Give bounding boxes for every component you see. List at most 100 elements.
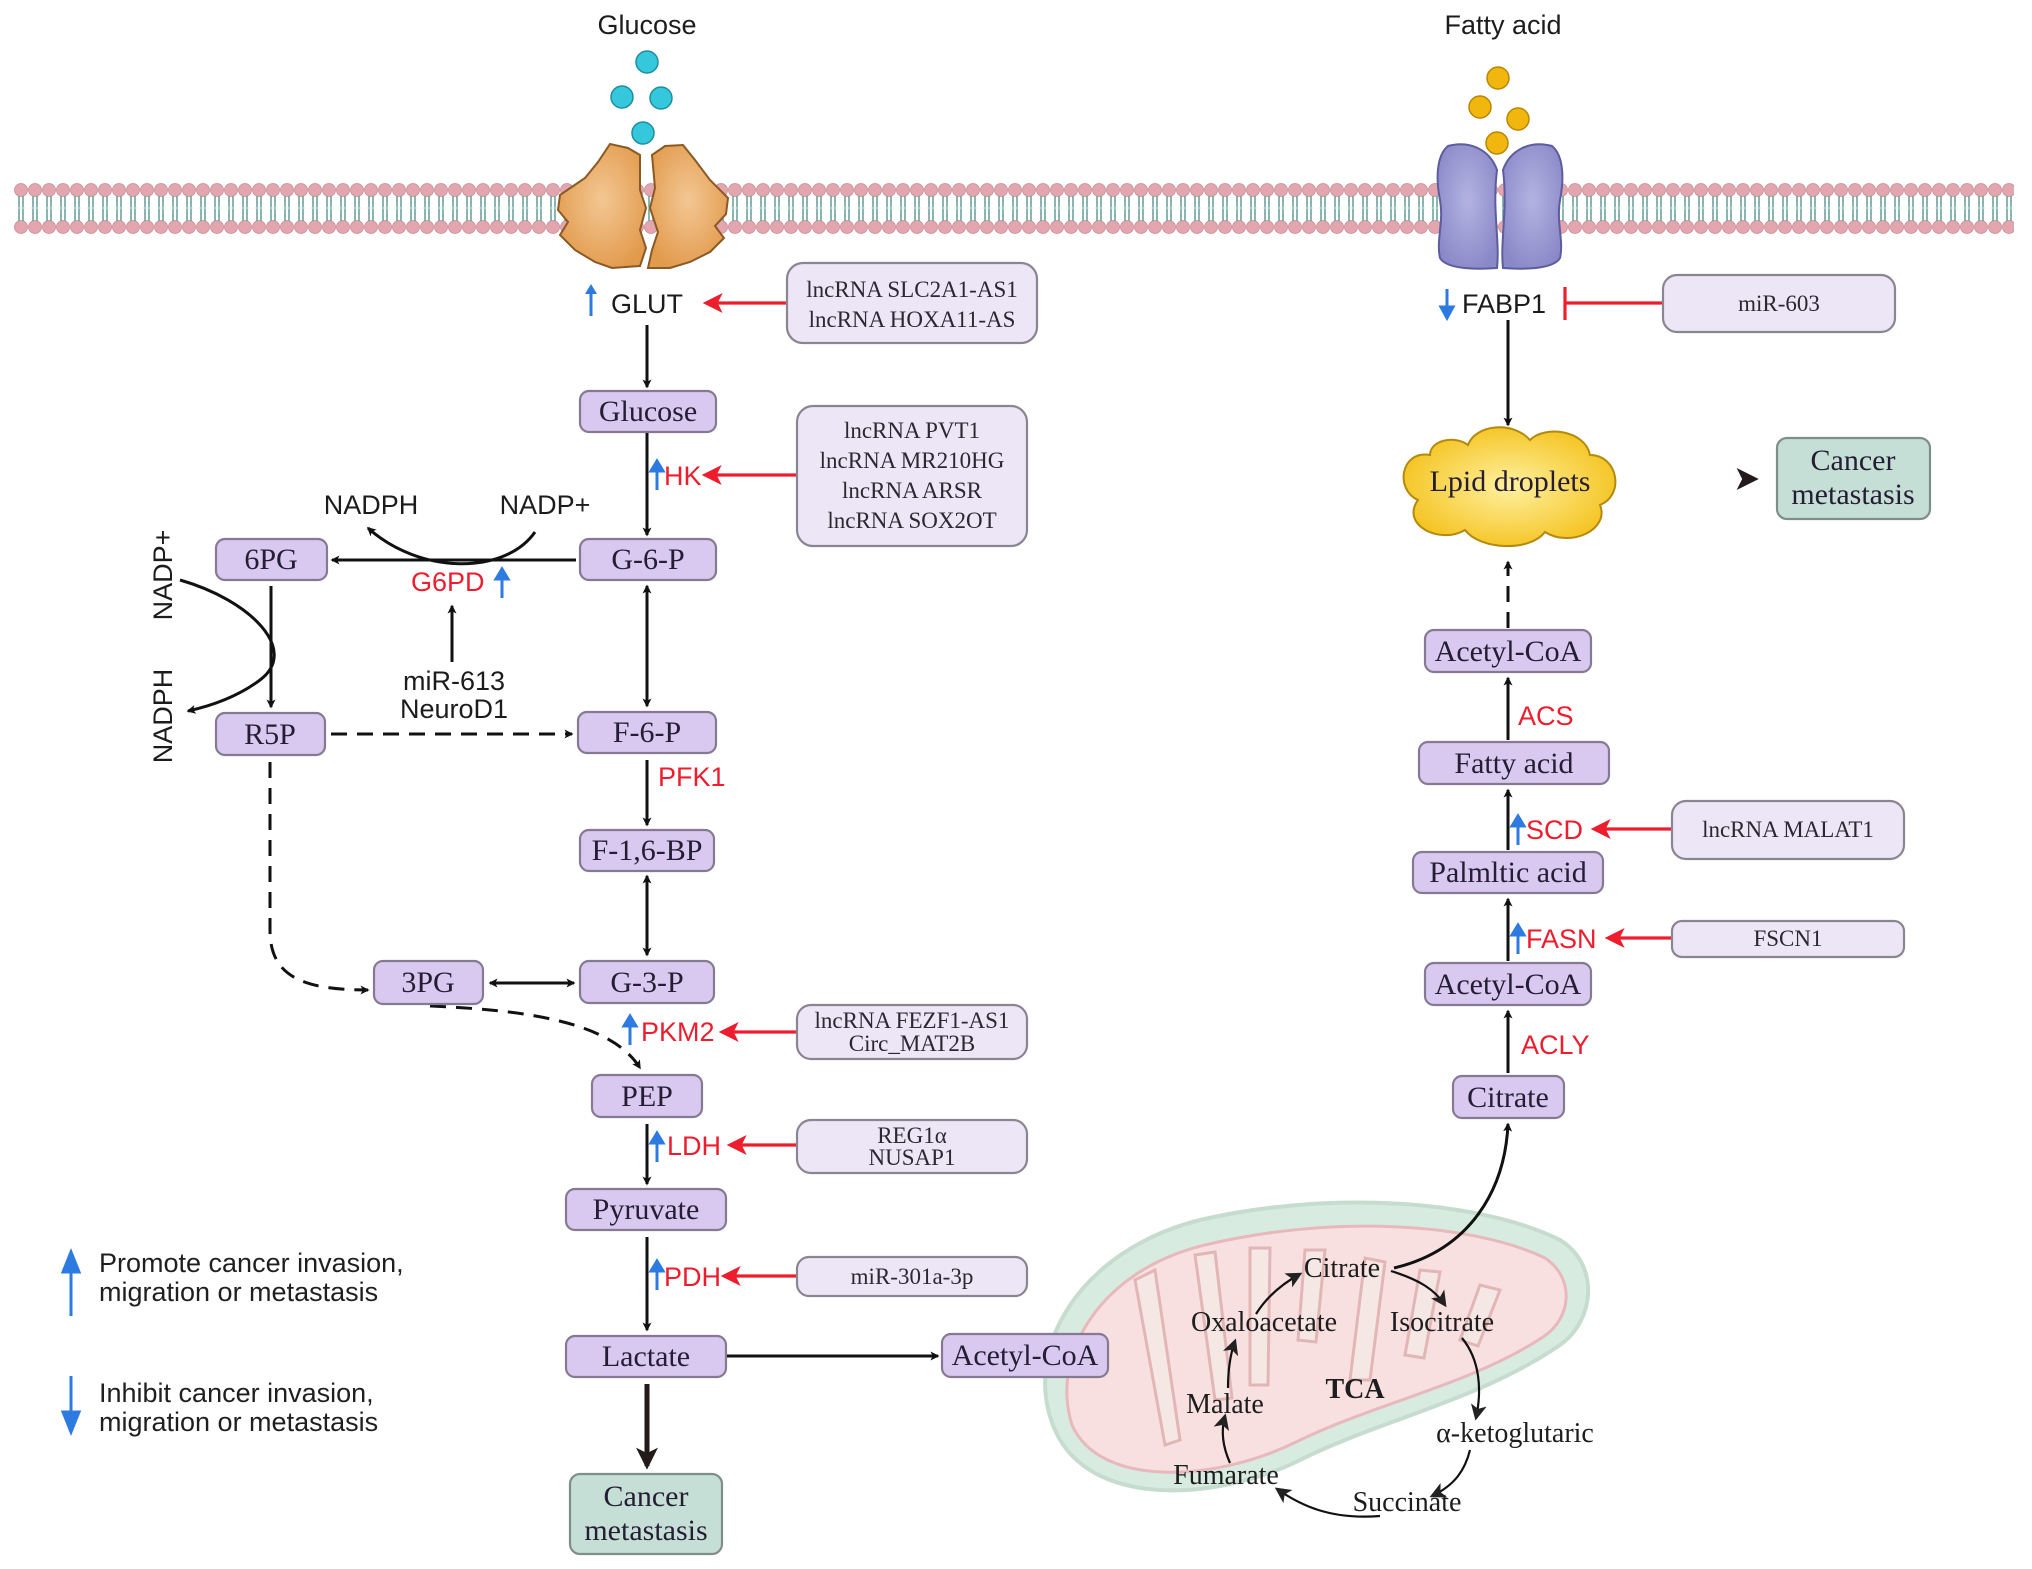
node-6pg-label: 6PG bbox=[244, 543, 297, 576]
node-acetylcoa-bottom-label: Acetyl-CoA bbox=[1435, 968, 1582, 1001]
enzyme-pkm2: PKM2 bbox=[641, 1017, 715, 1047]
pkm2-regulator-box[interactable]: lncRNA FEZF1-AS1 Circ_MAT2B bbox=[795, 1003, 1029, 1061]
g6pd-regulator-neurod1: NeuroD1 bbox=[400, 694, 508, 724]
node-glucose-label: Glucose bbox=[599, 395, 697, 428]
nadph-top-label: NADPH bbox=[324, 490, 419, 520]
legend-inhibit-line-1: Inhibit cancer invasion, bbox=[99, 1378, 374, 1408]
node-g3p[interactable]: G-3-P bbox=[578, 959, 716, 1005]
outcome-left-line-1: Cancer bbox=[604, 1480, 689, 1513]
node-palmitic-acid[interactable]: Palmltic acid bbox=[1411, 850, 1605, 895]
mitochondrion-icon bbox=[1043, 1200, 1591, 1493]
tca-malate: Malate bbox=[1186, 1389, 1264, 1420]
tca-alpha-ketoglutaric: α-ketoglutaric bbox=[1436, 1418, 1594, 1449]
outcome-cancer-metastasis-left[interactable]: Cancer metastasis bbox=[568, 1472, 724, 1556]
node-acetylcoa-top-label: Acetyl-CoA bbox=[1435, 635, 1582, 668]
tca-isocitrate: Isocitrate bbox=[1390, 1307, 1494, 1338]
pkm2-regulator-1: lncRNA FEZF1-AS1 bbox=[815, 1008, 1010, 1033]
node-acetylcoa-mito[interactable]: Acetyl-CoA bbox=[940, 1332, 1110, 1379]
fasn-up-arrow-icon bbox=[1509, 922, 1527, 954]
hk-regulator-3: lncRNA ARSR bbox=[842, 478, 983, 503]
node-r5p[interactable]: R5P bbox=[214, 711, 327, 757]
node-f6p-label: F-6-P bbox=[613, 716, 681, 749]
glut-regulator-box[interactable]: lncRNA SLC2A1-AS1 lncRNA HOXA11-AS bbox=[785, 261, 1039, 345]
arrow-nadp-nadph-top bbox=[366, 526, 537, 566]
outcome-right-line-2: metastasis bbox=[1791, 478, 1914, 511]
node-pyruvate-label: Pyruvate bbox=[593, 1193, 700, 1226]
pdh-up-arrow-icon bbox=[648, 1258, 666, 1290]
nadp-top-label: NADP+ bbox=[500, 490, 591, 520]
node-acetylcoa-top[interactable]: Acetyl-CoA bbox=[1423, 628, 1593, 674]
enzyme-pdh: PDH bbox=[664, 1262, 721, 1292]
hk-up-arrow-icon bbox=[648, 458, 666, 490]
node-lactate-label: Lactate bbox=[602, 1340, 690, 1373]
node-acetylcoa-bottom[interactable]: Acetyl-CoA bbox=[1423, 961, 1593, 1007]
outcome-right-line-1: Cancer bbox=[1811, 444, 1896, 477]
glut-transporter-icon bbox=[556, 142, 730, 270]
node-g6p[interactable]: G-6-P bbox=[578, 537, 718, 582]
tca-oxaloacetate: Oxaloacetate bbox=[1191, 1307, 1337, 1338]
fasn-regulator-box[interactable]: FSCN1 bbox=[1670, 919, 1906, 959]
node-f16bp-label: F-1,6-BP bbox=[592, 834, 703, 867]
fabp1-down-arrow-icon bbox=[1438, 289, 1456, 322]
pdh-regulator-1: miR-301a-3p bbox=[851, 1264, 974, 1289]
glucose-molecules-icon bbox=[610, 50, 673, 145]
node-pep-label: PEP bbox=[621, 1080, 673, 1113]
node-citrate[interactable]: Citrate bbox=[1451, 1074, 1566, 1120]
glucose-source-label: Glucose bbox=[597, 10, 696, 40]
glut-label: GLUT bbox=[611, 289, 683, 319]
ldh-regulator-2: NUSAP1 bbox=[869, 1145, 956, 1170]
node-lipid-droplets[interactable]: Lpid droplets bbox=[1402, 426, 1617, 548]
node-citrate-label: Citrate bbox=[1467, 1081, 1549, 1114]
enzyme-g6pd: G6PD bbox=[411, 567, 485, 597]
hk-regulator-2: lncRNA MR210HG bbox=[820, 448, 1005, 473]
legend-inhibit-line-2: migration or metastasis bbox=[99, 1407, 378, 1437]
lipid-droplets-cloud-icon bbox=[1402, 426, 1617, 548]
legend-inhibit-down-arrow-icon bbox=[60, 1376, 82, 1437]
arrow-3pg-pep-dashed bbox=[429, 1004, 642, 1070]
fabp1-regulator-box[interactable]: miR-603 bbox=[1661, 273, 1897, 334]
arrow-tca-citrate-to-citrate bbox=[1393, 1122, 1513, 1270]
node-lactate[interactable]: Lactate bbox=[564, 1334, 728, 1379]
hk-regulator-1: lncRNA PVT1 bbox=[844, 418, 980, 443]
enzyme-hk: HK bbox=[664, 461, 702, 491]
pdh-regulator-box[interactable]: miR-301a-3p bbox=[795, 1255, 1029, 1298]
node-6pg[interactable]: 6PG bbox=[214, 537, 329, 582]
node-glucose[interactable]: Glucose bbox=[578, 389, 718, 434]
node-g6p-label: G-6-P bbox=[611, 543, 684, 576]
ldh-up-arrow-icon bbox=[648, 1130, 666, 1162]
node-3pg[interactable]: 3PG bbox=[372, 959, 485, 1006]
enzyme-acly: ACLY bbox=[1521, 1030, 1590, 1060]
enzyme-ldh: LDH bbox=[667, 1131, 721, 1161]
tca-fumarate: Fumarate bbox=[1173, 1460, 1279, 1491]
pkm2-up-arrow-icon bbox=[621, 1013, 639, 1045]
ldh-regulator-box[interactable]: REG1α NUSAP1 bbox=[795, 1118, 1029, 1175]
tca-cycle-arrows bbox=[1213, 1269, 1487, 1518]
arrow-nadp-nadph-left bbox=[179, 578, 276, 714]
outcome-cancer-metastasis-right[interactable]: Cancer metastasis bbox=[1775, 436, 1932, 521]
fasn-regulator-1: FSCN1 bbox=[1753, 926, 1822, 951]
scd-up-arrow-icon bbox=[1509, 813, 1527, 845]
node-pep[interactable]: PEP bbox=[590, 1073, 704, 1119]
legend-promote-line-2: migration or metastasis bbox=[99, 1277, 378, 1307]
node-r5p-label: R5P bbox=[244, 718, 296, 751]
scd-regulator-box[interactable]: lncRNA MALAT1 bbox=[1670, 799, 1906, 861]
node-acetylcoa-mito-label: Acetyl-CoA bbox=[952, 1339, 1099, 1372]
cell-membrane bbox=[14, 183, 2014, 235]
fatty-acid-molecules-icon bbox=[1468, 66, 1530, 155]
fatty-acid-transporter-icon bbox=[1436, 143, 1564, 270]
tca-succinate: Succinate bbox=[1353, 1487, 1462, 1518]
node-f6p[interactable]: F-6-P bbox=[576, 710, 718, 755]
hk-regulator-4: lncRNA SOX2OT bbox=[827, 508, 996, 533]
enzyme-pfk1: PFK1 bbox=[658, 762, 726, 792]
fabp1-regulator-1: miR-603 bbox=[1738, 291, 1820, 316]
node-pyruvate[interactable]: Pyruvate bbox=[564, 1187, 728, 1232]
fatty-acid-source-label: Fatty acid bbox=[1444, 10, 1561, 40]
hk-regulator-box[interactable]: lncRNA PVT1 lncRNA MR210HG lncRNA ARSR l… bbox=[795, 404, 1029, 548]
node-f16bp[interactable]: F-1,6-BP bbox=[578, 828, 716, 873]
node-fatty-acid[interactable]: Fatty acid bbox=[1417, 740, 1611, 786]
node-lipid-droplets-label: Lpid droplets bbox=[1430, 465, 1591, 498]
glut-regulator-2: lncRNA HOXA11-AS bbox=[809, 307, 1016, 332]
glut-regulator-1: lncRNA SLC2A1-AS1 bbox=[806, 277, 1018, 302]
node-palmitic-acid-label: Palmltic acid bbox=[1429, 856, 1586, 889]
